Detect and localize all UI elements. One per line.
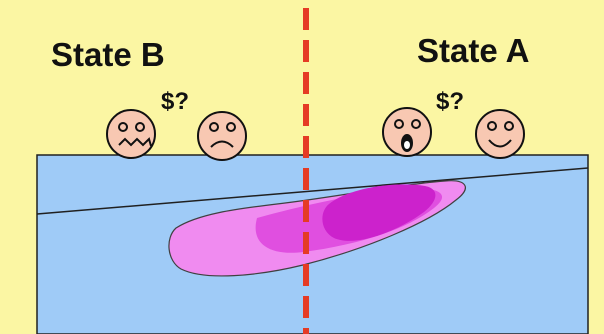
- cost-question-right: $?: [436, 88, 464, 115]
- water-table-line: [36, 167, 589, 215]
- contaminant-plume: [168, 180, 466, 277]
- state-a-label: State A: [417, 32, 529, 69]
- worried-face-icon: [106, 109, 156, 159]
- happy-face-icon: [475, 109, 525, 159]
- cost-question-left: $?: [161, 88, 189, 115]
- state-b-label: State B: [51, 36, 165, 73]
- surprised-face-icon: [382, 107, 432, 157]
- plume-core-zone: [322, 184, 436, 241]
- sad-face-icon: [197, 111, 247, 161]
